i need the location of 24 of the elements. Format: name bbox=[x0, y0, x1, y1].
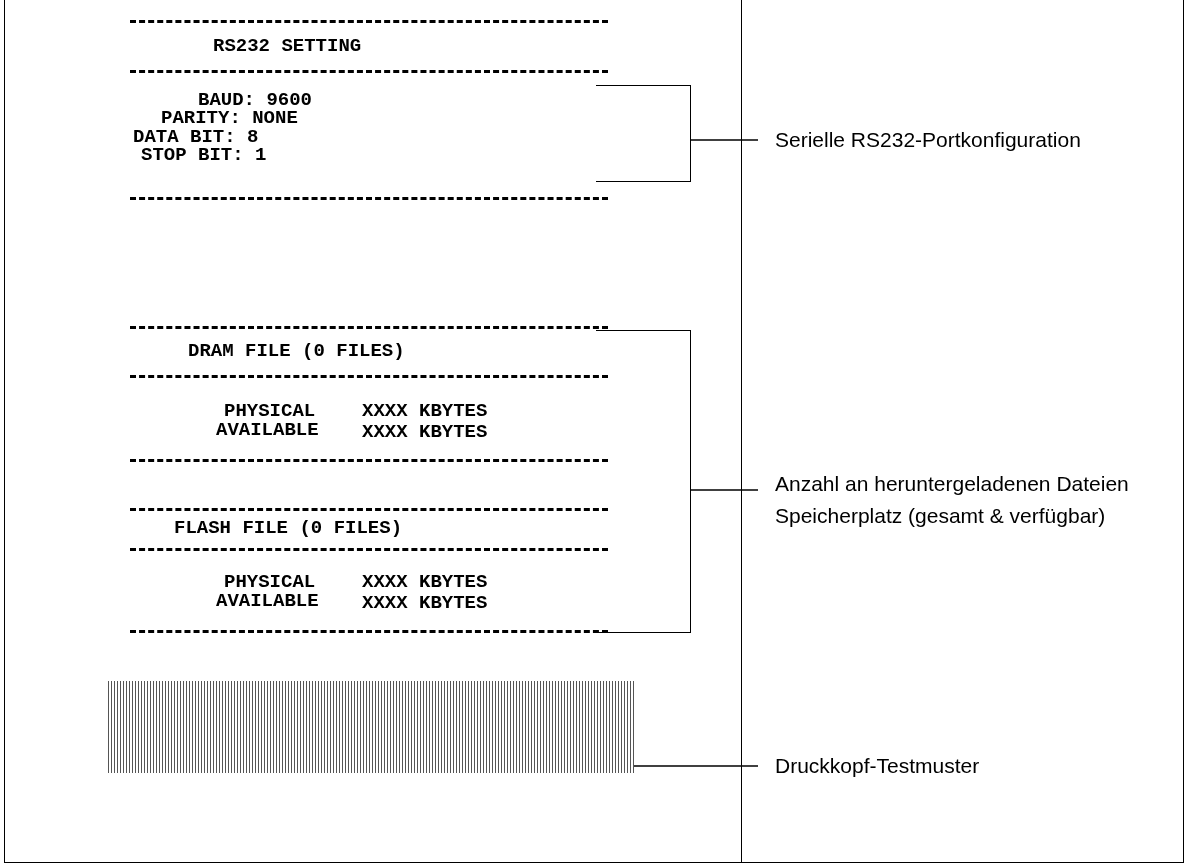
bracket bbox=[596, 330, 691, 633]
printout-text: XXXX KBYTES bbox=[362, 423, 488, 441]
leader-line bbox=[633, 765, 759, 767]
printout-text: XXXX KBYTES bbox=[362, 594, 488, 612]
annotation-text: Speicherplatz (gesamt & verfügbar) bbox=[775, 503, 1107, 529]
printout-text: XXXX KBYTES bbox=[362, 573, 488, 591]
printout-text: DATA BIT: 8 bbox=[133, 128, 259, 146]
printout-text: AVAILABLE bbox=[216, 421, 319, 439]
annotation-text: Druckkopf-Testmuster bbox=[775, 753, 981, 779]
printout-text: DRAM FILE (0 FILES) bbox=[188, 342, 405, 360]
printout-text: STOP BIT: 1 bbox=[141, 146, 267, 164]
annotation-text: Anzahl an heruntergeladenen Dateien bbox=[775, 471, 1130, 497]
leader-line bbox=[690, 139, 759, 141]
printout-text: PARITY: NONE bbox=[161, 109, 298, 127]
bracket bbox=[596, 85, 691, 182]
printout-text: RS232 SETTING bbox=[213, 37, 362, 55]
printout-text: FLASH FILE (0 FILES) bbox=[174, 519, 403, 537]
printout-text: XXXX KBYTES bbox=[362, 402, 488, 420]
annotation-text: Serielle RS232-Portkonfiguration bbox=[775, 127, 1082, 153]
printout-text: AVAILABLE bbox=[216, 592, 319, 610]
printout-text: PHYSICAL bbox=[224, 402, 316, 420]
printout-text: PHYSICAL bbox=[224, 573, 316, 591]
leader-line bbox=[690, 489, 759, 491]
printout-text: BAUD: 9600 bbox=[198, 91, 313, 109]
